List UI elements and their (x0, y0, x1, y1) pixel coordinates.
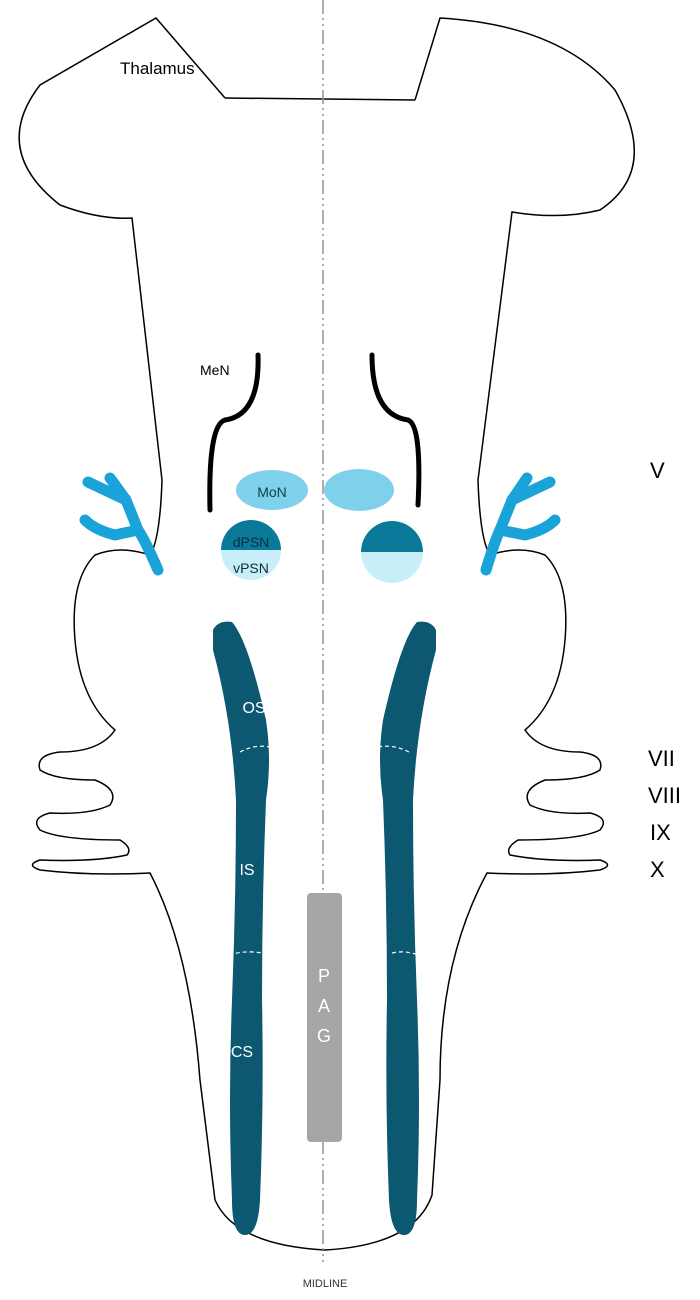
vpsn-left (221, 550, 281, 580)
dpsn-label: dPSN (233, 534, 270, 550)
nerve-label-viii: VIII (648, 783, 681, 808)
men-label: MeN (200, 362, 230, 378)
os-is-divider-right (377, 745, 410, 753)
is-cs-divider-right (391, 951, 419, 956)
dpsn-right (361, 521, 423, 552)
os-is-divider-left (239, 745, 271, 753)
vpsn-label: vPSN (233, 560, 269, 576)
cs-label: CS (231, 1044, 253, 1061)
vpsn-right (361, 552, 423, 583)
nerve-label-vii: VII (648, 746, 675, 771)
spinal-trigeminal-nucleus-left (213, 621, 269, 1235)
midline-label: MIDLINE (303, 1278, 348, 1290)
nerve-label-x: X (650, 857, 665, 882)
thalamus-connector (224, 97, 416, 101)
pag-block (307, 893, 342, 1142)
pag-letter-g: G (317, 1026, 331, 1046)
mon-left (236, 470, 308, 510)
is-label: IS (239, 862, 254, 879)
men-left (207, 352, 261, 513)
men-right (369, 352, 422, 508)
dpsn-left (221, 520, 281, 550)
nerve-label-v: V (650, 458, 665, 483)
brainstem-outline-right (324, 17, 635, 1251)
pag-letter-p: P (318, 966, 330, 986)
thalamus-label: Thalamus (120, 59, 195, 78)
is-cs-divider-left (228, 951, 263, 956)
trigeminal-nerve-right (480, 472, 561, 576)
brainstem-outline-left (18, 17, 326, 1251)
mon-label: MoN (257, 484, 287, 500)
trigeminal-nerve-left (79, 472, 164, 576)
os-label: OS (242, 700, 265, 717)
spinal-trigeminal-nucleus-right (380, 621, 436, 1235)
nerve-label-ix: IX (650, 820, 671, 845)
pag-letter-a: A (318, 996, 330, 1016)
mon-right (324, 469, 394, 511)
